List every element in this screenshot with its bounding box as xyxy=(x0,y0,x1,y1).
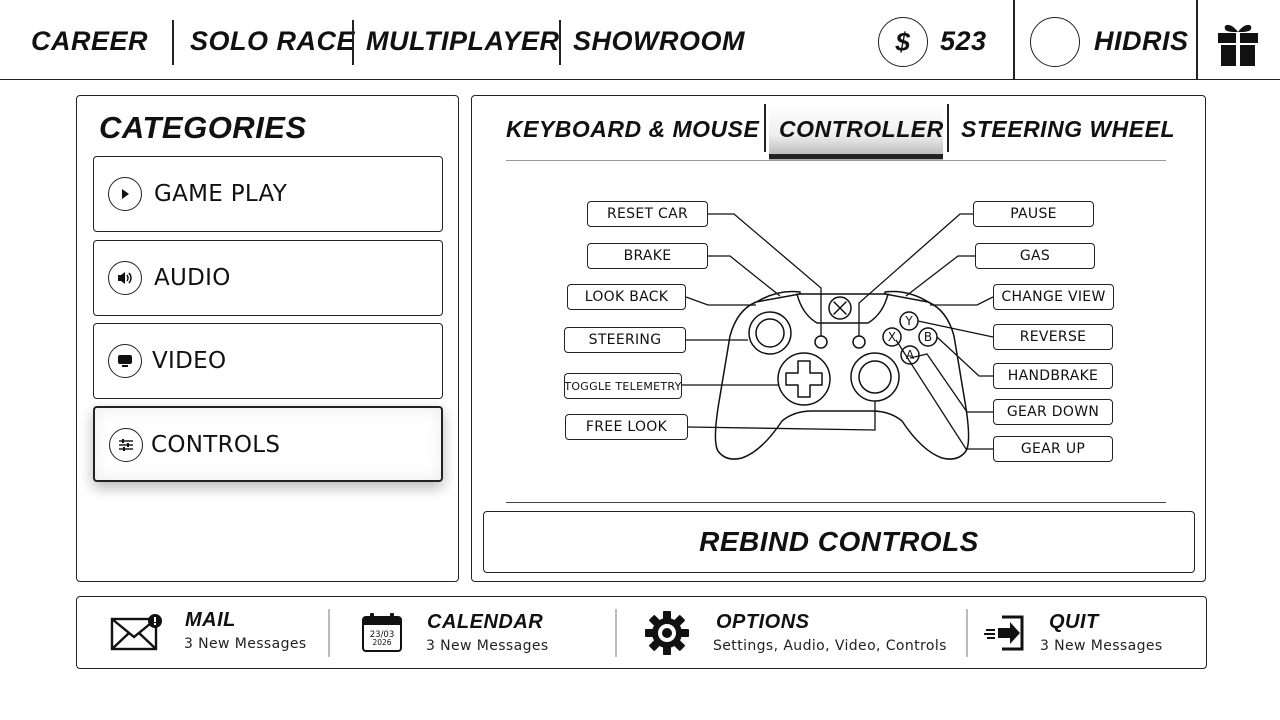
username[interactable]: HIDRIS xyxy=(1094,26,1189,56)
calendar-icon-day: 23/03 xyxy=(370,630,395,640)
categories-title: CATEGORIES xyxy=(99,110,307,145)
category-label: VIDEO xyxy=(152,348,227,374)
categories-panel: CATEGORIES GAME PLAY AUDIO VIDEO xyxy=(76,95,459,582)
tabs-underline xyxy=(506,160,1166,161)
currency-symbol: $ xyxy=(895,26,911,57)
mail-subtitle: 3 New Messages xyxy=(184,636,307,652)
top-nav-bar: CAREER SOLO RACE MULTIPLAYER SHOWROOM $ … xyxy=(0,0,1280,80)
category-game-play[interactable]: GAME PLAY xyxy=(93,156,443,232)
face-button-a: A xyxy=(905,348,915,362)
mapping-pause: PAUSE xyxy=(973,201,1094,227)
calendar-title: CALENDAR xyxy=(427,611,544,633)
mapping-gas: GAS xyxy=(975,243,1095,269)
currency-amount: 523 xyxy=(940,26,987,56)
nav-solo-race[interactable]: SOLO RACE xyxy=(190,26,356,56)
exit-icon xyxy=(984,615,1024,651)
mail-icon xyxy=(110,614,162,651)
gear-icon xyxy=(645,611,689,655)
nav-divider xyxy=(172,20,174,65)
mail-button[interactable]: MAIL 3 New Messages xyxy=(77,597,327,670)
nav-divider xyxy=(559,20,561,65)
tab-divider xyxy=(764,104,766,152)
options-subtitle: Settings, Audio, Video, Controls xyxy=(713,638,947,654)
nav-showroom[interactable]: SHOWROOM xyxy=(573,26,745,56)
bottom-divider xyxy=(966,609,968,657)
currency-icon: $ xyxy=(878,17,928,67)
mapping-toggle-telemetry: TOGGLE TELEMETRY xyxy=(564,373,682,399)
mapping-change-view: CHANGE VIEW xyxy=(993,284,1114,310)
mapping-reset-car: RESET CAR xyxy=(587,201,708,227)
sliders-icon xyxy=(109,428,143,462)
active-tab-highlight xyxy=(769,104,943,161)
calendar-icon: 23/03 2026 xyxy=(362,613,402,652)
category-label: CONTROLS xyxy=(151,432,281,458)
controller-diagram xyxy=(682,213,994,460)
speaker-icon xyxy=(108,261,142,295)
play-icon xyxy=(108,177,142,211)
header-divider xyxy=(1013,0,1015,80)
mapping-brake: BRAKE xyxy=(587,243,708,269)
face-button-x: X xyxy=(887,330,897,344)
options-title: OPTIONS xyxy=(716,611,810,633)
mail-title: MAIL xyxy=(185,609,236,631)
rebind-controls-button[interactable]: REBIND CONTROLS xyxy=(483,511,1195,573)
options-button[interactable]: OPTIONS Settings, Audio, Video, Controls xyxy=(616,597,966,670)
category-controls[interactable]: CONTROLS xyxy=(93,406,443,482)
mapping-free-look: FREE LOOK xyxy=(565,414,688,440)
tab-controller[interactable]: CONTROLLER xyxy=(779,116,944,142)
category-audio[interactable]: AUDIO xyxy=(93,240,443,316)
panel-divider xyxy=(506,502,1166,503)
quit-subtitle: 3 New Messages xyxy=(1040,638,1163,654)
quit-title: QUIT xyxy=(1049,611,1099,633)
gift-icon[interactable] xyxy=(1217,20,1259,66)
mapping-reverse: REVERSE xyxy=(993,324,1113,350)
controls-panel: KEYBOARD & MOUSE CONTROLLER STEERING WHE… xyxy=(471,95,1206,582)
face-button-y: Y xyxy=(905,314,913,328)
mapping-gear-up: GEAR UP xyxy=(993,436,1113,462)
tab-keyboard-mouse[interactable]: KEYBOARD & MOUSE xyxy=(506,116,760,142)
mapping-handbrake: HANDBRAKE xyxy=(993,363,1113,389)
calendar-icon-year: 2026 xyxy=(372,638,391,647)
nav-divider xyxy=(352,20,354,65)
header-divider xyxy=(1196,0,1198,80)
tab-steering-wheel[interactable]: STEERING WHEEL xyxy=(961,116,1176,142)
nav-multiplayer[interactable]: MULTIPLAYER xyxy=(366,26,560,56)
calendar-subtitle: 3 New Messages xyxy=(426,638,549,654)
category-video[interactable]: VIDEO xyxy=(93,323,443,399)
tab-divider xyxy=(947,104,949,152)
calendar-button[interactable]: 23/03 2026 CALENDAR 3 New Messages xyxy=(329,597,615,670)
mapping-gear-down: GEAR DOWN xyxy=(993,399,1113,425)
monitor-icon xyxy=(108,344,142,378)
face-button-b: B xyxy=(923,330,933,344)
category-label: AUDIO xyxy=(154,265,231,291)
nav-career[interactable]: CAREER xyxy=(31,26,149,56)
mapping-steering: STEERING xyxy=(564,327,686,353)
quit-button[interactable]: QUIT 3 New Messages xyxy=(967,597,1207,670)
category-label: GAME PLAY xyxy=(154,181,288,207)
mapping-look-back: LOOK BACK xyxy=(567,284,686,310)
active-tab-indicator xyxy=(769,154,943,159)
avatar[interactable] xyxy=(1030,17,1080,67)
bottom-bar: MAIL 3 New Messages 23/03 2026 CALENDAR … xyxy=(76,596,1207,669)
bottom-divider xyxy=(328,609,330,657)
bottom-divider xyxy=(615,609,617,657)
